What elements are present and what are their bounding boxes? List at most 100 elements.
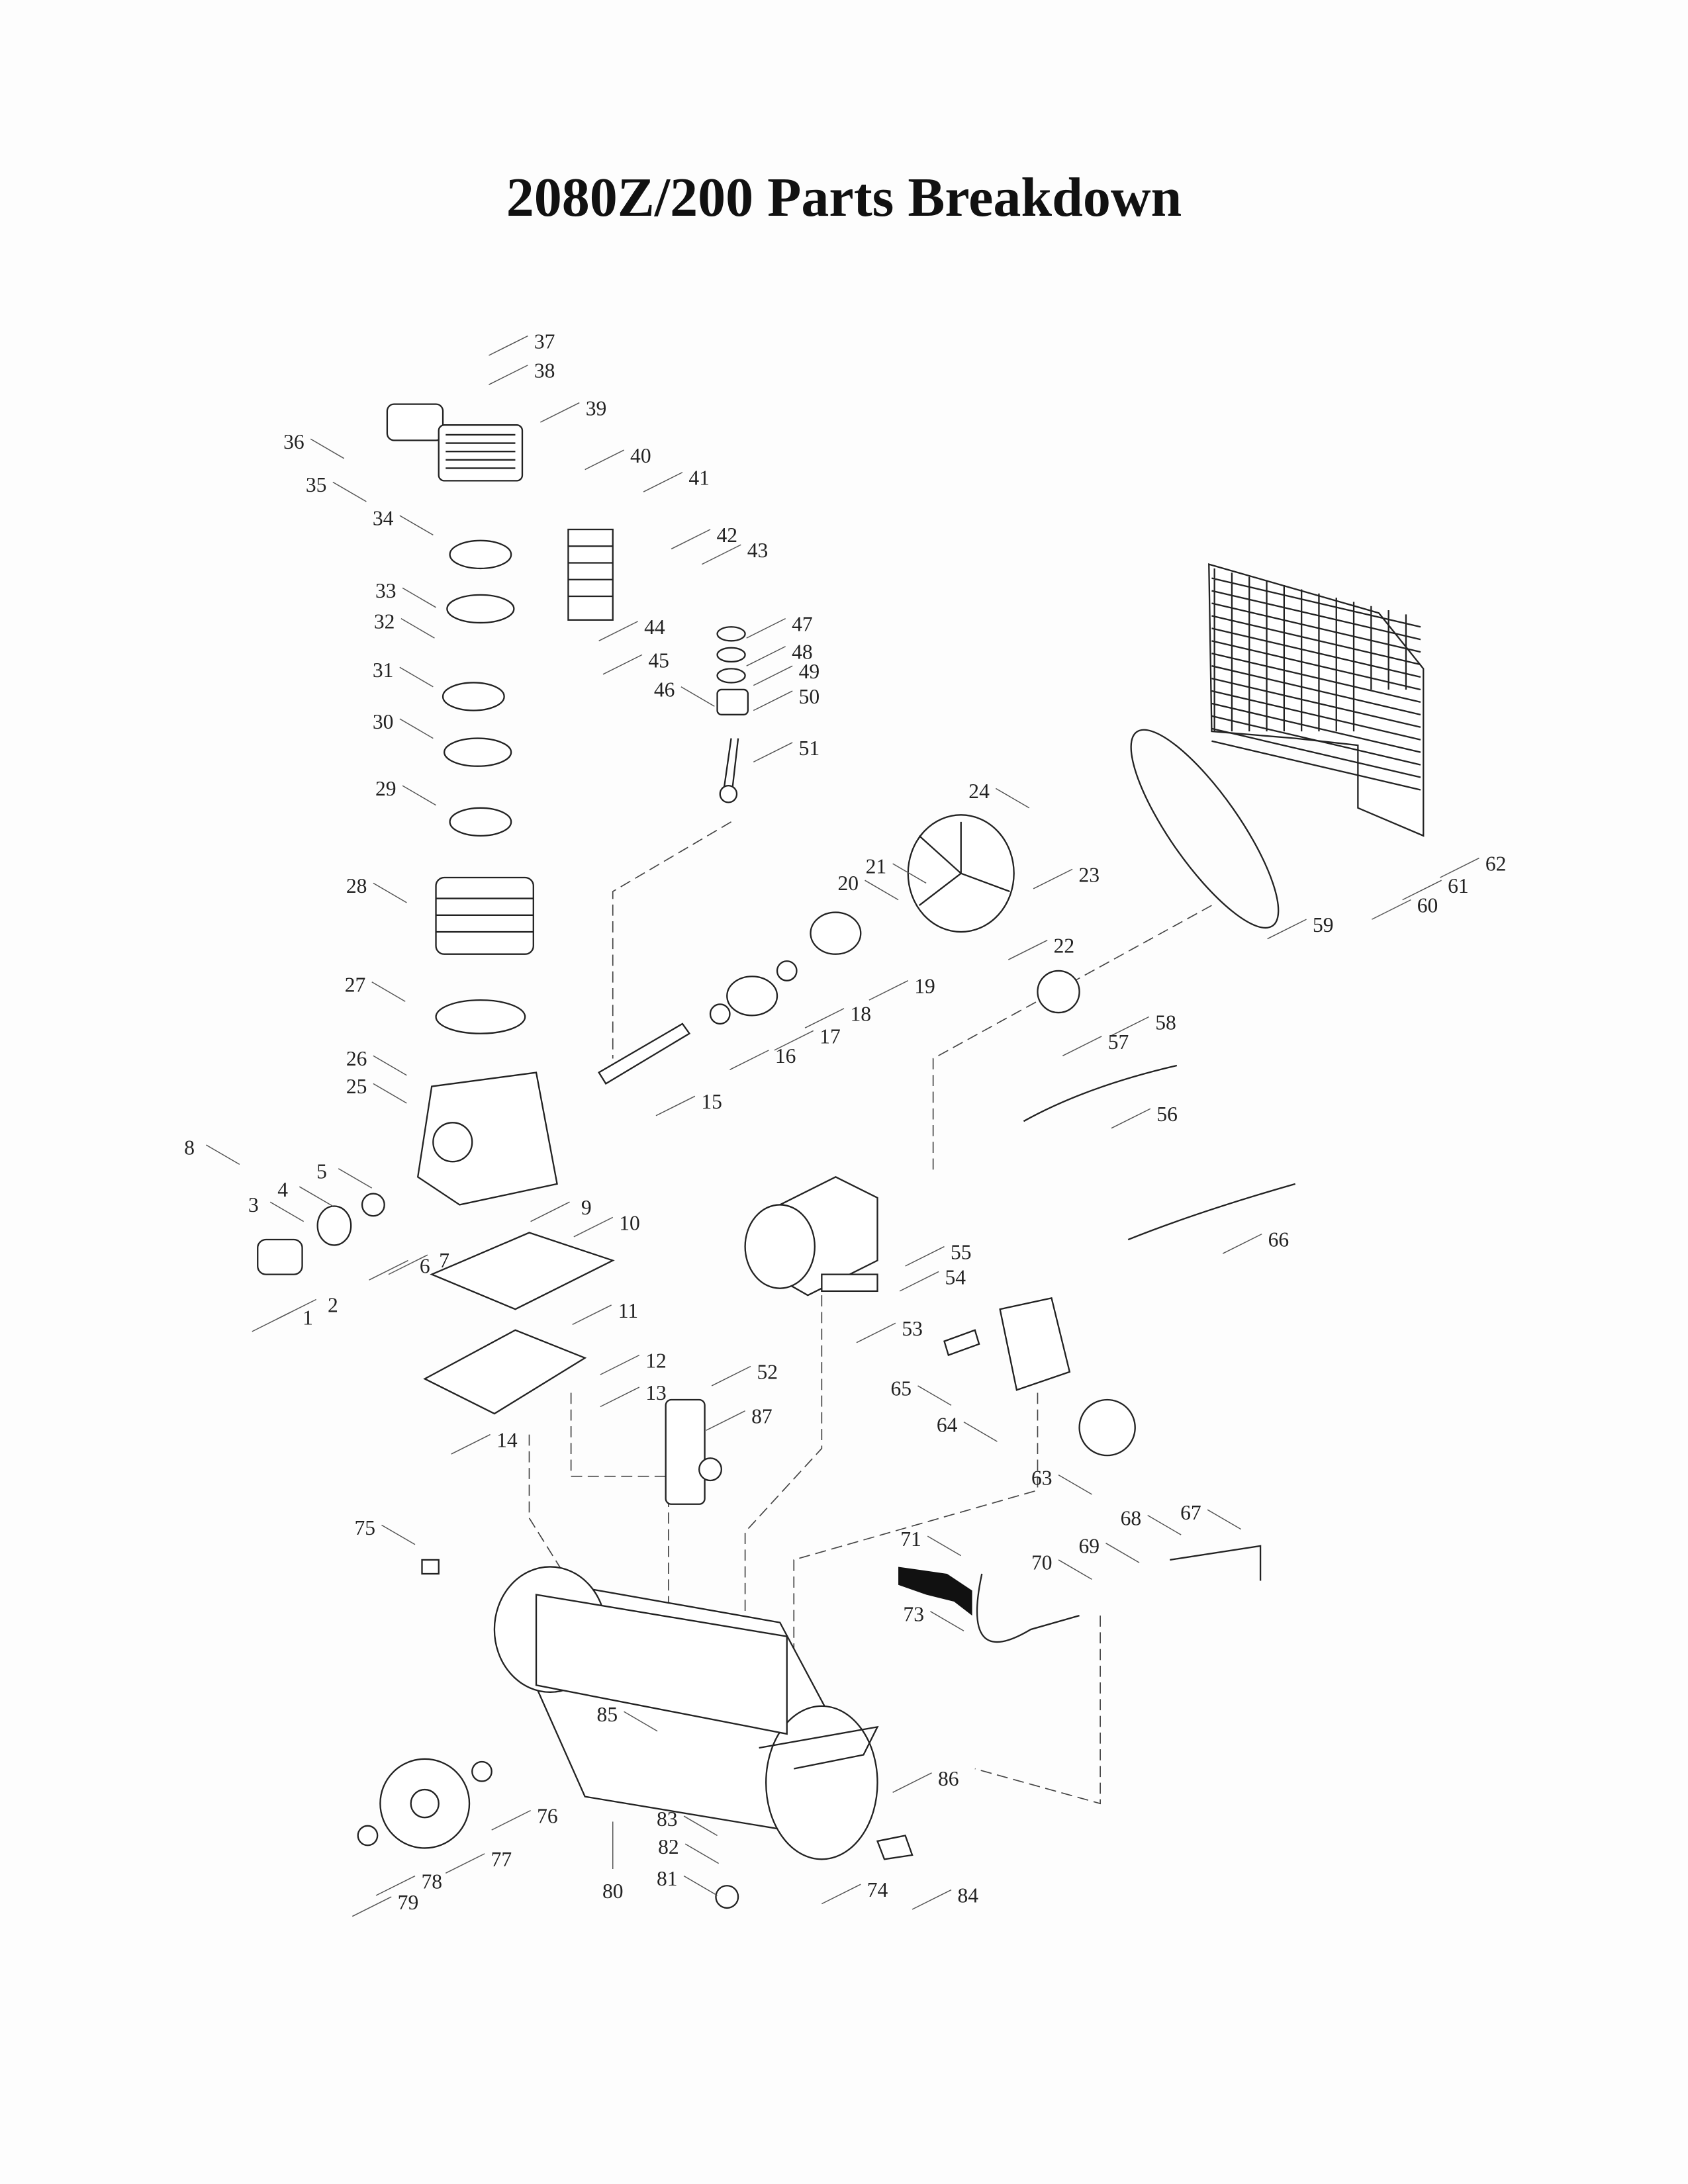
part-53-motor xyxy=(744,1176,878,1297)
part-number-label-43: 43 xyxy=(747,539,769,562)
leader-line xyxy=(892,1772,932,1793)
part-number-label-6: 6 xyxy=(420,1255,430,1278)
leader-line xyxy=(491,1809,531,1831)
leader-line xyxy=(655,1095,696,1116)
part-57-pulley xyxy=(1037,970,1080,1014)
part-number-label-4: 4 xyxy=(277,1178,288,1201)
part-number-label-64: 64 xyxy=(937,1413,958,1436)
leader-line xyxy=(1440,857,1479,878)
part-66-power-cord xyxy=(1127,1183,1296,1241)
part-drawings xyxy=(257,403,1425,1909)
part-number-label-37: 37 xyxy=(534,330,555,353)
part-number-label-86: 86 xyxy=(938,1767,959,1790)
part-number-label-19: 19 xyxy=(914,975,935,998)
part-number-label-65: 65 xyxy=(890,1377,912,1400)
part-27-gasket xyxy=(435,999,526,1034)
part-number-label-69: 69 xyxy=(1079,1534,1100,1557)
part-number-label-8: 8 xyxy=(184,1136,195,1160)
part-number-label-7: 7 xyxy=(439,1249,449,1272)
part-number-label-48: 48 xyxy=(792,641,813,664)
part-number-label-30: 30 xyxy=(373,710,394,733)
part-number-label-51: 51 xyxy=(799,737,820,760)
leader-line xyxy=(865,880,899,901)
part-number-label-14: 14 xyxy=(496,1429,518,1452)
leader-line xyxy=(489,335,528,356)
part-number-label-32: 32 xyxy=(374,610,395,633)
rod-end xyxy=(719,784,738,803)
part-74-air-tank xyxy=(493,1566,879,1860)
part-number-label-73: 73 xyxy=(903,1603,924,1626)
part-number-label-79: 79 xyxy=(398,1891,419,1914)
part-76-washer xyxy=(471,1760,492,1782)
part-number-label-17: 17 xyxy=(820,1024,841,1048)
leader-line xyxy=(585,449,624,471)
part-5-bearing xyxy=(361,1193,385,1217)
leader-line xyxy=(706,1410,745,1431)
part-number-label-84: 84 xyxy=(957,1884,978,1907)
part-78-washer xyxy=(357,1825,379,1846)
fins xyxy=(568,545,613,598)
leader-line xyxy=(600,1354,640,1375)
part-number-label-28: 28 xyxy=(346,874,367,897)
part-number-label-35: 35 xyxy=(306,473,327,496)
part-62-belt-guard xyxy=(1208,563,1425,837)
part-number-label-2: 2 xyxy=(328,1293,338,1316)
leader-line xyxy=(375,1875,416,1896)
part-16-bearing xyxy=(709,1003,731,1025)
leader-line xyxy=(1033,868,1073,889)
leader-line xyxy=(892,863,927,884)
leader-line xyxy=(1147,1514,1182,1535)
leader-line xyxy=(1109,1016,1150,1037)
leader-line xyxy=(868,980,909,1001)
part-number-label-22: 22 xyxy=(1054,934,1075,958)
part-number-label-75: 75 xyxy=(354,1516,375,1539)
leader-line xyxy=(573,1216,614,1238)
part-number-label-61: 61 xyxy=(1448,874,1469,897)
leader-line xyxy=(930,1611,964,1631)
part-34-gasket xyxy=(449,539,512,570)
leader-line xyxy=(402,587,436,608)
leader-line xyxy=(489,365,528,385)
part-77-wheel xyxy=(379,1758,471,1849)
part-19-cover xyxy=(810,911,862,955)
leader-line xyxy=(600,1387,640,1408)
leader-line xyxy=(856,1322,896,1343)
part-number-label-9: 9 xyxy=(581,1196,592,1219)
part-number-label-60: 60 xyxy=(1417,894,1438,917)
leader-line xyxy=(206,1144,240,1165)
part-39-head-cover xyxy=(438,424,524,482)
part-number-label-40: 40 xyxy=(630,444,651,467)
leader-line xyxy=(373,882,407,903)
part-number-label-71: 71 xyxy=(900,1527,921,1551)
part-number-label-31: 31 xyxy=(373,659,394,682)
leader-line xyxy=(445,1853,485,1874)
leader-line xyxy=(371,981,406,1002)
part-number-label-26: 26 xyxy=(346,1047,367,1070)
leader-line xyxy=(1267,919,1307,940)
part-number-label-13: 13 xyxy=(645,1381,667,1404)
leader-line xyxy=(598,621,638,641)
part-number-label-67: 67 xyxy=(1180,1501,1201,1524)
assembly-line xyxy=(793,1392,1039,1741)
leader-line xyxy=(917,1385,952,1406)
leader-line xyxy=(1207,1509,1241,1530)
leader-line xyxy=(821,1884,861,1905)
part-number-label-77: 77 xyxy=(491,1848,512,1871)
leader-line xyxy=(753,665,793,686)
part-63-gauge xyxy=(1078,1398,1136,1457)
leader-line xyxy=(388,1254,428,1275)
leader-line xyxy=(572,1304,612,1326)
part-73-black-fitting xyxy=(898,1567,972,1616)
crankcase-bore xyxy=(432,1122,473,1163)
part-number-label-54: 54 xyxy=(945,1265,966,1289)
part-number-label-74: 74 xyxy=(867,1878,888,1901)
part-number-label-55: 55 xyxy=(951,1240,972,1263)
part-10-gasket xyxy=(430,1232,615,1310)
part-number-label-42: 42 xyxy=(716,523,737,547)
leader-line xyxy=(1111,1108,1151,1129)
part-number-label-66: 66 xyxy=(1268,1228,1289,1251)
leader-line xyxy=(1105,1543,1140,1563)
leader-line xyxy=(753,742,793,763)
leader-line xyxy=(381,1524,416,1545)
